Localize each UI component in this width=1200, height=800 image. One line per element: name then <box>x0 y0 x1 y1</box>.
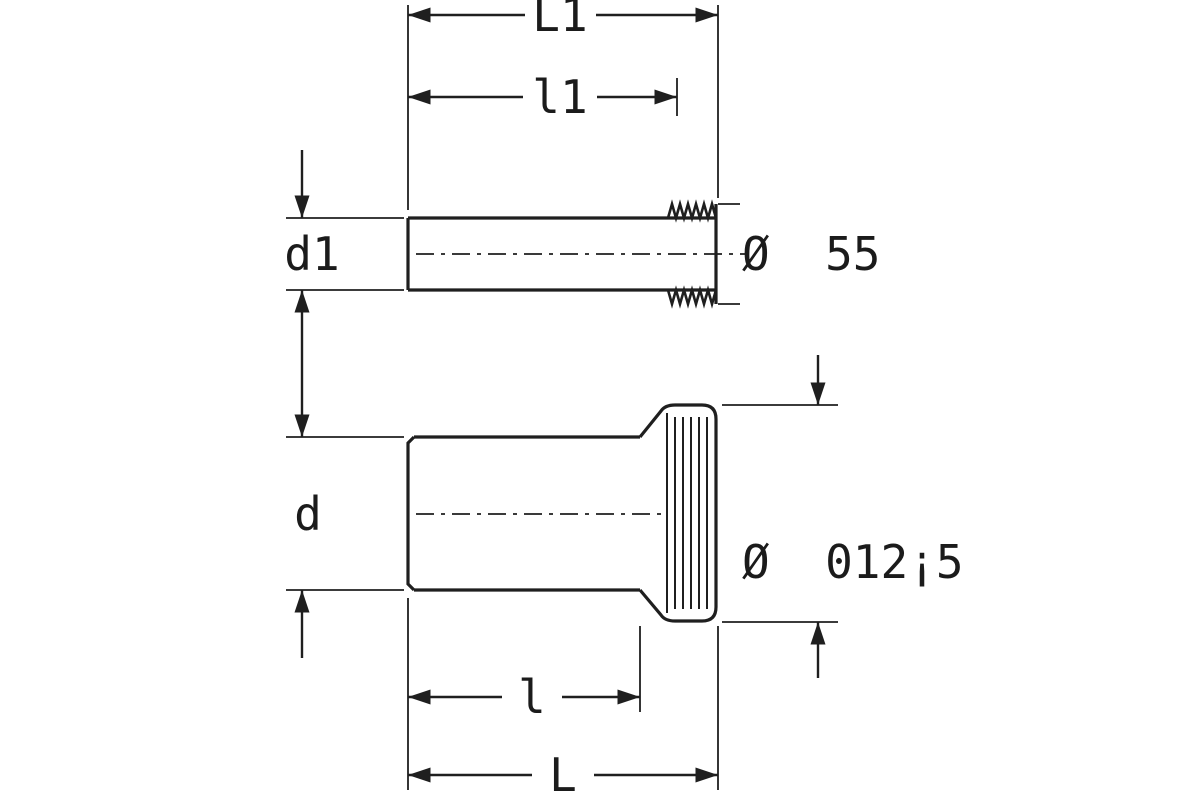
dimension-d1: d1 <box>284 150 340 281</box>
dimension-L: L <box>408 748 718 800</box>
dim-label-L: L <box>549 748 577 800</box>
dimension-l1: l1 <box>408 70 677 124</box>
dimension-socket-diameter: Ø 012¡5 <box>742 355 964 678</box>
dim-label-L1: L1 <box>532 0 587 42</box>
gasket-ribs <box>674 417 708 609</box>
dimension-L1: L1 <box>408 0 718 42</box>
dim-label-d: d <box>294 487 322 541</box>
dimension-l: l <box>408 670 640 724</box>
dia-label-bottom: Ø 012¡5 <box>742 535 964 589</box>
dim-label-l1: l1 <box>532 70 587 124</box>
dim-label-l: l <box>518 670 546 724</box>
bottom-pipe-outline <box>406 435 640 592</box>
dimension-d: d <box>294 487 322 658</box>
dim-label-d1: d1 <box>284 227 339 281</box>
socket-outline <box>638 403 718 623</box>
dia-label-top: Ø 55 <box>742 227 880 281</box>
top-pipe-outline <box>406 204 718 304</box>
thread-teeth <box>666 199 740 309</box>
